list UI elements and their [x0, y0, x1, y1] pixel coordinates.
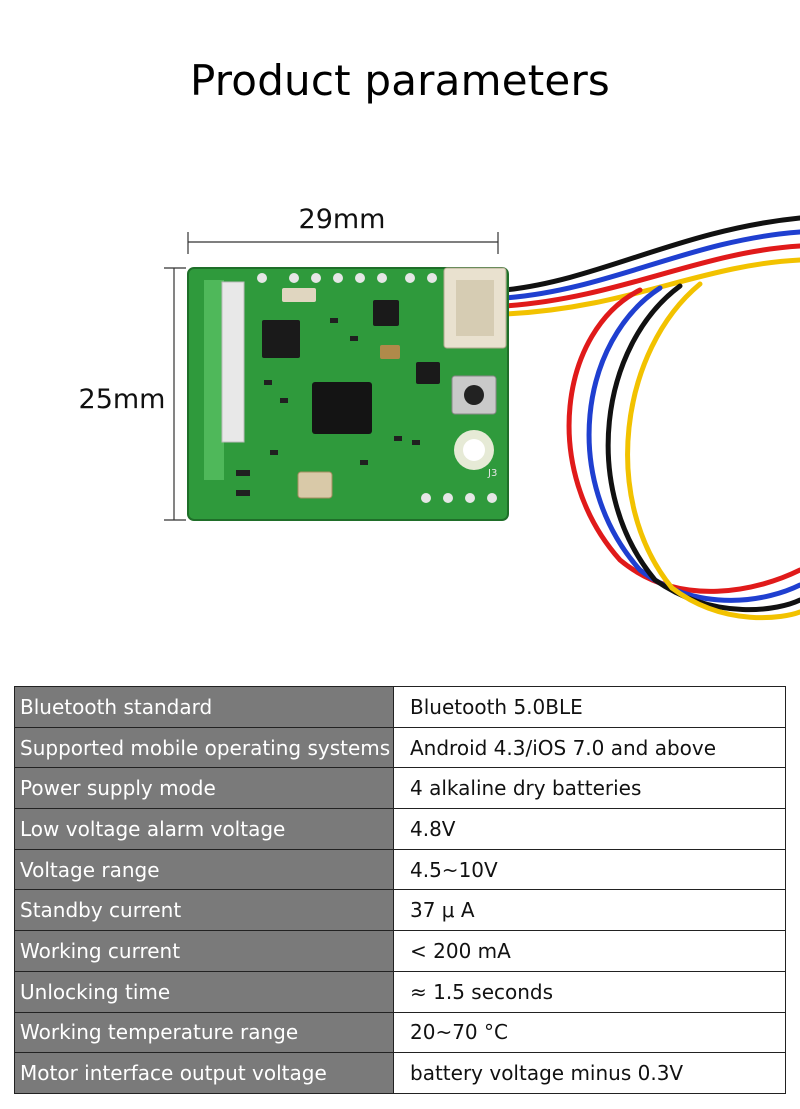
- height-dimension: 25mm: [79, 267, 186, 521]
- spec-label: Low voltage alarm voltage: [14, 808, 394, 850]
- spec-value: Bluetooth 5.0BLE: [393, 686, 786, 728]
- spec-label: Working temperature range: [14, 1011, 394, 1054]
- height-label: 25mm: [79, 384, 166, 415]
- spec-label: Unlocking time: [14, 970, 394, 1013]
- spec-value: Android 4.3/iOS 7.0 and above: [393, 726, 786, 769]
- table-row: Voltage range 4.5~10V: [14, 848, 786, 891]
- spec-table: Bluetooth standard Bluetooth 5.0BLE Supp…: [14, 686, 786, 1094]
- spec-value: 4.5~10V: [393, 848, 786, 891]
- cable-wires: [502, 215, 800, 621]
- spec-value: 37 μ A: [393, 889, 786, 932]
- spec-value: < 200 mA: [393, 930, 786, 972]
- table-row: Motor interface output voltage battery v…: [14, 1052, 786, 1094]
- table-row: Standby current 37 μ A: [14, 889, 786, 932]
- table-row: Power supply mode 4 alkaline dry batteri…: [14, 767, 786, 810]
- spec-label: Working current: [14, 930, 394, 972]
- page-title: Product parameters: [189, 56, 611, 105]
- table-row: Working temperature range 20~70 °C: [14, 1011, 786, 1054]
- spec-value: ≈ 1.5 seconds: [393, 970, 786, 1013]
- spec-label: Bluetooth standard: [14, 686, 394, 728]
- table-row: Supported mobile operating systems Andro…: [14, 726, 786, 769]
- spec-label: Motor interface output voltage: [14, 1052, 394, 1094]
- spec-value: 4.8V: [393, 808, 786, 850]
- spec-value: 4 alkaline dry batteries: [393, 767, 786, 810]
- table-row: Unlocking time ≈ 1.5 seconds: [14, 970, 786, 1013]
- table-row: Bluetooth standard Bluetooth 5.0BLE: [14, 686, 786, 728]
- spec-label: Power supply mode: [14, 767, 394, 810]
- spec-value: 20~70 °C: [393, 1011, 786, 1054]
- table-row: Low voltage alarm voltage 4.8V: [14, 808, 786, 850]
- spec-value: battery voltage minus 0.3V: [393, 1052, 786, 1094]
- table-row: Working current < 200 mA: [14, 930, 786, 972]
- spec-label: Standby current: [14, 889, 394, 932]
- j3-silkscreen: J3: [487, 468, 497, 479]
- width-label: 29mm: [299, 204, 386, 235]
- spec-label: Supported mobile operating systems: [14, 726, 394, 769]
- width-dimension: 29mm: [187, 204, 499, 254]
- pcb-illustration: 29mm 25mm: [79, 204, 800, 621]
- spec-label: Voltage range: [14, 848, 394, 891]
- pcb-board: J3: [187, 267, 509, 521]
- product-photo: 29mm 25mm: [0, 140, 800, 660]
